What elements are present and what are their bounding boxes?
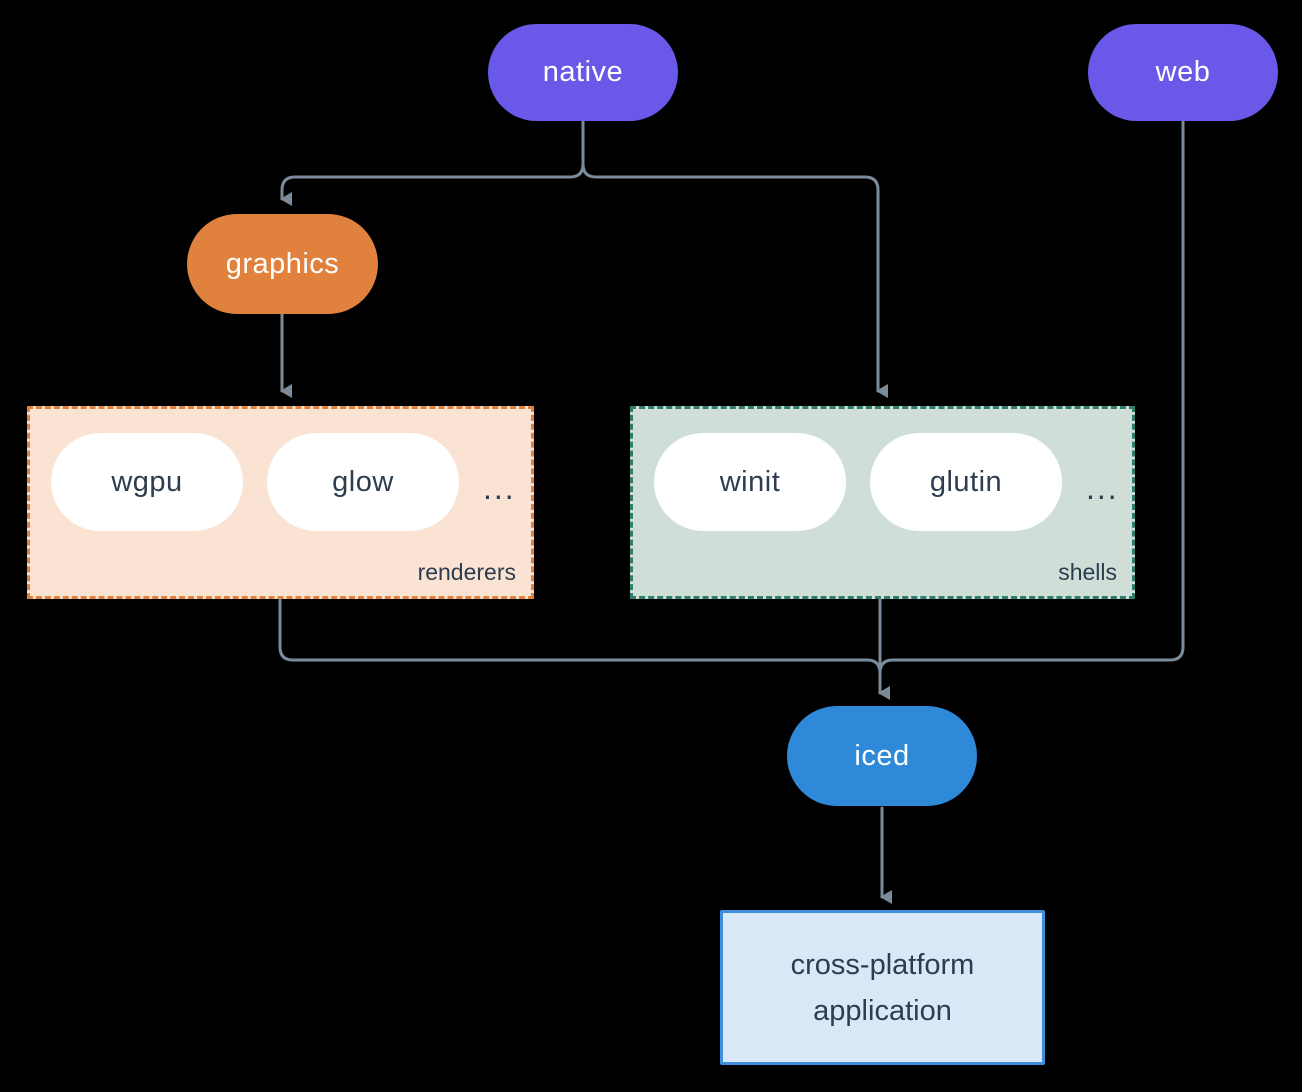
group-shells: winit glutin ... shells: [630, 406, 1135, 599]
node-graphics-label: graphics: [225, 247, 340, 280]
node-glow: glow: [267, 433, 459, 531]
node-iced-label: iced: [854, 739, 910, 772]
node-web: web: [1088, 24, 1278, 121]
node-native-label: native: [542, 56, 624, 88]
renderers-group-label: renderers: [417, 559, 516, 585]
node-wgpu: wgpu: [51, 433, 243, 531]
shells-group-label: shells: [1058, 559, 1117, 585]
renderers-ellipsis: ...: [483, 469, 516, 506]
shells-pill-row: winit glutin ...: [654, 433, 1119, 531]
node-glutin: glutin: [870, 433, 1062, 531]
node-glutin-label: glutin: [929, 465, 1003, 498]
node-web-label: web: [1155, 56, 1211, 88]
node-cross-platform-application: cross-platform application: [720, 910, 1045, 1065]
edge-renderers-merge: [278, 598, 882, 675]
node-winit: winit: [654, 433, 846, 531]
app-label-line-1: cross-platform: [790, 948, 975, 981]
node-iced: iced: [787, 706, 977, 806]
edge-native-shells: [581, 120, 888, 398]
node-graphics: graphics: [187, 214, 378, 314]
group-renderers: wgpu glow ... renderers: [27, 406, 534, 599]
node-winit-label: winit: [719, 465, 781, 498]
shells-ellipsis: ...: [1086, 469, 1119, 506]
node-native: native: [488, 24, 678, 121]
node-wgpu-label: wgpu: [111, 465, 183, 498]
renderers-pill-row: wgpu glow ...: [51, 433, 516, 531]
edge-native-graphics: [280, 120, 585, 206]
app-label-line-2: application: [813, 994, 952, 1027]
node-glow-label: glow: [332, 465, 394, 498]
